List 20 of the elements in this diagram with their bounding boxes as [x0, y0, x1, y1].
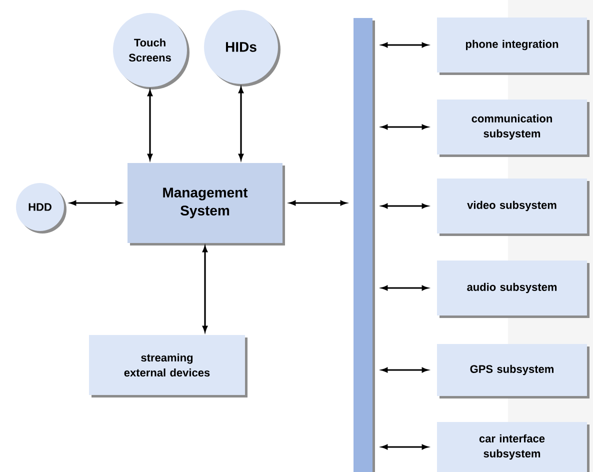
arrow	[382, 286, 428, 290]
subsystem-box: car interface subsystem	[437, 422, 590, 472]
arrow	[148, 90, 152, 160]
arrow	[382, 444, 428, 450]
subsystem-box: Management System	[128, 163, 285, 246]
arrow	[382, 204, 428, 208]
arrow	[382, 124, 428, 130]
arrow	[290, 200, 346, 206]
subsystem-box: audio subsystem	[437, 260, 590, 318]
subsystem-box: communication subsystem	[437, 100, 590, 157]
subsystem-box: streaming external devices	[89, 335, 248, 398]
arrow	[238, 87, 244, 160]
arrow	[382, 368, 428, 372]
subsystem-box: GPS subsystem	[437, 344, 590, 398]
arrow	[382, 42, 428, 48]
subsystem-box: video subsystem	[437, 178, 590, 236]
subsystem-box: phone integration	[437, 18, 590, 75]
arrow	[70, 200, 122, 206]
bus-bar	[354, 18, 375, 472]
arrow	[202, 246, 208, 332]
